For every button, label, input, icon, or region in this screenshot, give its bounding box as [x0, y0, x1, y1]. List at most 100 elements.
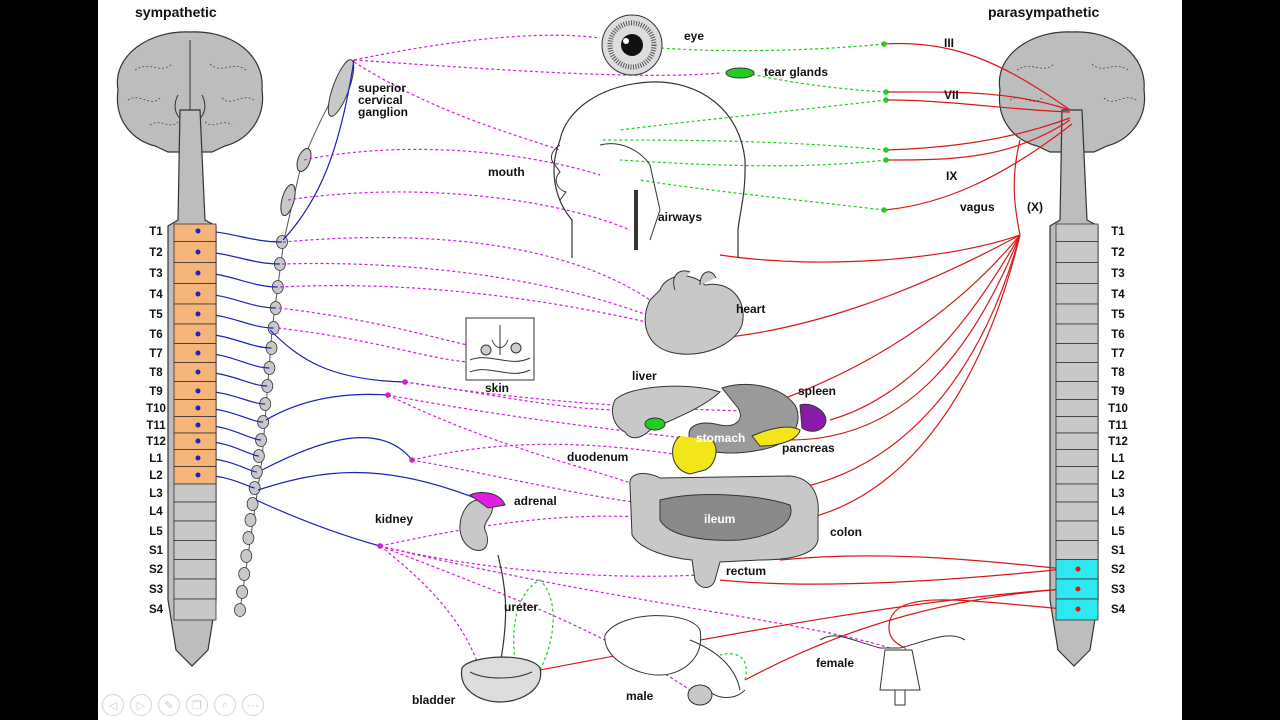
left-segment-T5: [173, 303, 217, 325]
right-segments: T1T2T3T4T5T6T7T8T9T10T11T12L1L2L3L4L5S1S…: [1055, 223, 1128, 621]
spleen-label: spleen: [798, 384, 836, 398]
head-outline: [550, 81, 746, 258]
parasympathetic-postganglionic-fiber: [659, 43, 885, 52]
splanchnic-nerve: [261, 437, 413, 471]
right-segment-label: T9: [1111, 386, 1124, 398]
left-segment-T3: [173, 262, 217, 284]
parasympathetic-preganglionic-fiber: [888, 599, 1065, 649]
male-label: male: [626, 689, 654, 703]
left-segment-L2: [173, 466, 217, 485]
right-segment-label: T10: [1108, 403, 1128, 415]
parasympathetic-preganglionic-fiber: [719, 568, 1065, 585]
left-segment-T8: [173, 362, 217, 382]
right-segment-T6: [1055, 323, 1099, 344]
parasympathetic-preganglionic-fiber: [719, 234, 1021, 263]
sympathetic-postganglionic-fiber: [277, 327, 471, 363]
mouth-label: mouth: [488, 165, 525, 179]
superior-cervical-ganglion-label-3: ganglion: [358, 105, 408, 119]
right-segment-label: L5: [1111, 526, 1125, 538]
right-segment-label: S3: [1111, 584, 1125, 596]
right-segment-L3: [1055, 483, 1099, 503]
right-segment-label: L3: [1111, 488, 1124, 500]
left-segment-T11: [173, 416, 217, 434]
right-segment-L1: [1055, 449, 1099, 467]
superior-cervical-ganglion-label-1: superior: [358, 81, 406, 95]
left-segment-label: T10: [146, 403, 166, 415]
vagus-number-label: (X): [1027, 200, 1043, 214]
male-reproductive-shape: [604, 615, 746, 706]
left-segment-L4: [173, 501, 217, 522]
right-segment-label: T8: [1111, 367, 1125, 379]
left-segment-T7: [173, 343, 217, 363]
zoom-icon: ⌕: [221, 698, 229, 711]
duodenum-shape: [672, 435, 717, 475]
next-button[interactable]: ▷: [130, 694, 152, 716]
eye-label: eye: [684, 29, 704, 43]
left-segment-T6: [173, 323, 217, 344]
parasympathetic-preganglionic-fiber: [883, 42, 1071, 111]
right-segment-label: T5: [1111, 309, 1125, 321]
left-segment-S3: [173, 578, 217, 600]
left-segment-L5: [173, 520, 217, 541]
sympathetic-postganglionic-fiber: [379, 545, 891, 649]
airways-label: airways: [658, 210, 702, 224]
parasympathetic-preganglionic-fiber: [789, 234, 1021, 441]
sympathetic-postganglionic-fiber: [387, 394, 701, 441]
right-segment-label: S4: [1111, 604, 1126, 616]
sympathetic-postganglionic-fiber: [282, 236, 651, 301]
zoom-button[interactable]: ⌕: [214, 694, 236, 716]
right-segment-T12: [1055, 432, 1099, 450]
sympathetic-postganglionic-fiber: [379, 545, 481, 671]
parasympathetic-preganglionic-fiber: [885, 91, 1071, 111]
left-segment-label: T2: [149, 247, 162, 259]
more-button[interactable]: ⋯: [242, 694, 264, 716]
right-segment-T2: [1055, 241, 1099, 263]
parasympathetic-preganglionic-fiber: [779, 555, 1065, 570]
right-segment-T5: [1055, 303, 1099, 325]
left-segment-label: L2: [149, 470, 162, 482]
sympathetic-postganglionic-fiber: [411, 459, 661, 506]
pen-button[interactable]: ✎: [158, 694, 180, 716]
left-segment-L3: [173, 483, 217, 503]
left-segment-label: L5: [149, 526, 163, 538]
parasympathetic-preganglionic-fiber: [883, 123, 1073, 211]
left-segment-label: T7: [149, 348, 162, 360]
right-segment-L4: [1055, 501, 1099, 522]
left-segment-L1: [173, 449, 217, 467]
right-segment-T11: [1055, 416, 1099, 434]
slide-controls: ◁ ▷ ✎ ❐ ⌕ ⋯: [102, 694, 264, 716]
left-segment-label: T11: [146, 420, 166, 432]
right-segment-label: T4: [1111, 289, 1125, 301]
left-segment-label: T8: [149, 367, 163, 379]
cranial-nerve-vii-label: VII: [944, 88, 959, 102]
left-segment-label: T9: [149, 386, 162, 398]
spleen-shape: [799, 403, 827, 432]
parasympathetic-preganglionic-fiber: [539, 588, 1065, 671]
sympathetic-postganglionic-fiber: [287, 191, 631, 231]
left-segment-label: L3: [149, 488, 162, 500]
skin-shape: [465, 317, 535, 381]
sympathetic-postganglionic-fiber: [278, 307, 491, 351]
left-segment-label: S1: [149, 545, 164, 557]
sympathetic-postganglionic-fiber: [279, 285, 681, 331]
left-segment-label: T1: [149, 226, 163, 238]
splanchnic-nerve: [257, 471, 481, 501]
parasympathetic-preganglionic-fiber: [885, 119, 1071, 161]
previous-icon: ◁: [108, 698, 118, 712]
previous-button[interactable]: ◁: [102, 694, 124, 716]
left-segment-S1: [173, 540, 217, 560]
left-segment-T12: [173, 432, 217, 450]
left-segment-label: L1: [149, 453, 163, 465]
parasympathetic-preganglionic-fiber: [719, 234, 1021, 339]
copy-button[interactable]: ❐: [186, 694, 208, 716]
right-segment-L2: [1055, 466, 1099, 485]
cranial-nerve-ix-label: IX: [946, 169, 957, 183]
bladder-label: bladder: [412, 693, 456, 707]
left-segment-T10: [173, 399, 217, 417]
right-segment-T9: [1055, 381, 1099, 400]
right-segment-label: T3: [1111, 268, 1124, 280]
next-icon: ▷: [136, 698, 146, 712]
parasympathetic-preganglionic-fiber: [779, 234, 1021, 401]
right-segment-label: L1: [1111, 453, 1125, 465]
left-segment-label: T5: [149, 309, 163, 321]
